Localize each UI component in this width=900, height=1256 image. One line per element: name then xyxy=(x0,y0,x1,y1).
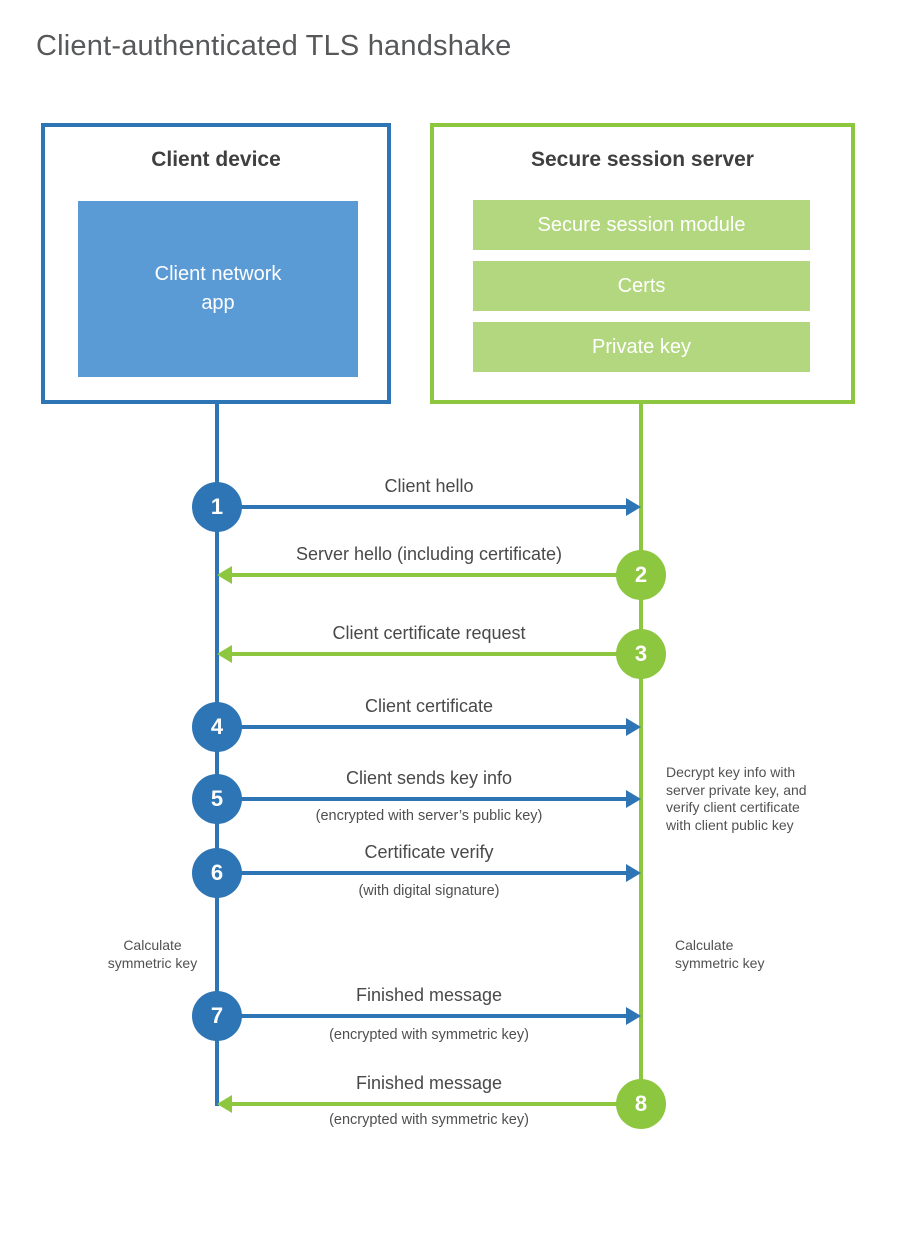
step-8-label: Finished message xyxy=(355,1073,503,1093)
step-6-sublabel: (with digital signature) xyxy=(358,883,500,899)
step-3-arrow xyxy=(231,652,641,656)
decrypt-key-note: Decrypt key info with server private key… xyxy=(666,764,807,833)
step-7-label: Finished message xyxy=(355,985,503,1005)
step-7-circle: 7 xyxy=(192,991,242,1041)
step-4-number: 4 xyxy=(210,714,224,739)
step-7-number: 7 xyxy=(210,1003,224,1028)
calculate-symmetric-key-note-server: Calculate symmetric key xyxy=(675,937,765,971)
client-network-app-box: Client network app xyxy=(78,201,358,377)
step-5-arrow xyxy=(217,797,627,801)
step-1-number: 1 xyxy=(210,494,224,519)
step-6-label: Certificate verify xyxy=(364,842,494,862)
step-1-label: Client hello xyxy=(384,476,474,496)
step-7-sublabel: (encrypted with symmetric key) xyxy=(329,1027,529,1043)
step-2-circle: 2 xyxy=(616,550,666,600)
step-5-number: 5 xyxy=(210,786,224,811)
step-8-arrow xyxy=(231,1102,641,1106)
step-7-arrowhead-icon xyxy=(626,1007,641,1025)
server-module-secure-session: Secure session module xyxy=(473,200,810,250)
step-2-arrow xyxy=(231,573,641,577)
step-4-arrowhead-icon xyxy=(626,718,641,736)
server-module-certs: Certs xyxy=(473,261,810,311)
client-lifeline xyxy=(215,404,219,1106)
secure-session-server-box: Secure session server Secure session mod… xyxy=(430,123,855,404)
step-1-arrowhead-icon xyxy=(626,498,641,516)
step-6-circle: 6 xyxy=(192,848,242,898)
step-4-circle: 4 xyxy=(192,702,242,752)
step-7-arrow xyxy=(217,1014,627,1018)
step-8-circle: 8 xyxy=(616,1079,666,1129)
server-lifeline xyxy=(639,404,643,1104)
step-2-number: 2 xyxy=(634,562,648,587)
step-1-arrow xyxy=(217,505,627,509)
step-5-circle: 5 xyxy=(192,774,242,824)
step-6-arrowhead-icon xyxy=(626,864,641,882)
step-4-label: Client certificate xyxy=(364,696,494,716)
server-module-private-key: Private key xyxy=(473,322,810,372)
step-5-label: Client sends key info xyxy=(345,768,513,788)
step-1-circle: 1 xyxy=(192,482,242,532)
client-device-box: Client device Client network app xyxy=(41,123,391,404)
step-4-arrow xyxy=(217,725,627,729)
step-3-circle: 3 xyxy=(616,629,666,679)
step-8-arrowhead-icon xyxy=(217,1095,232,1113)
step-6-number: 6 xyxy=(210,860,224,885)
step-3-number: 3 xyxy=(634,641,648,666)
step-2-label: Server hello (including certificate) xyxy=(295,544,563,564)
step-2-arrowhead-icon xyxy=(217,566,232,584)
step-3-label: Client certificate request xyxy=(332,623,526,643)
page-title: Client-authenticated TLS handshake xyxy=(36,30,512,62)
step-3-arrowhead-icon xyxy=(217,645,232,663)
step-6-arrow xyxy=(217,871,627,875)
calculate-symmetric-key-note-client: Calculate symmetric key xyxy=(107,937,198,971)
step-8-sublabel: (encrypted with symmetric key) xyxy=(329,1112,529,1128)
step-8-number: 8 xyxy=(634,1091,648,1116)
client-device-title: Client device xyxy=(151,148,281,171)
step-5-arrowhead-icon xyxy=(626,790,641,808)
step-5-sublabel: (encrypted with server’s public key) xyxy=(315,808,543,824)
secure-session-server-title: Secure session server xyxy=(531,148,754,171)
